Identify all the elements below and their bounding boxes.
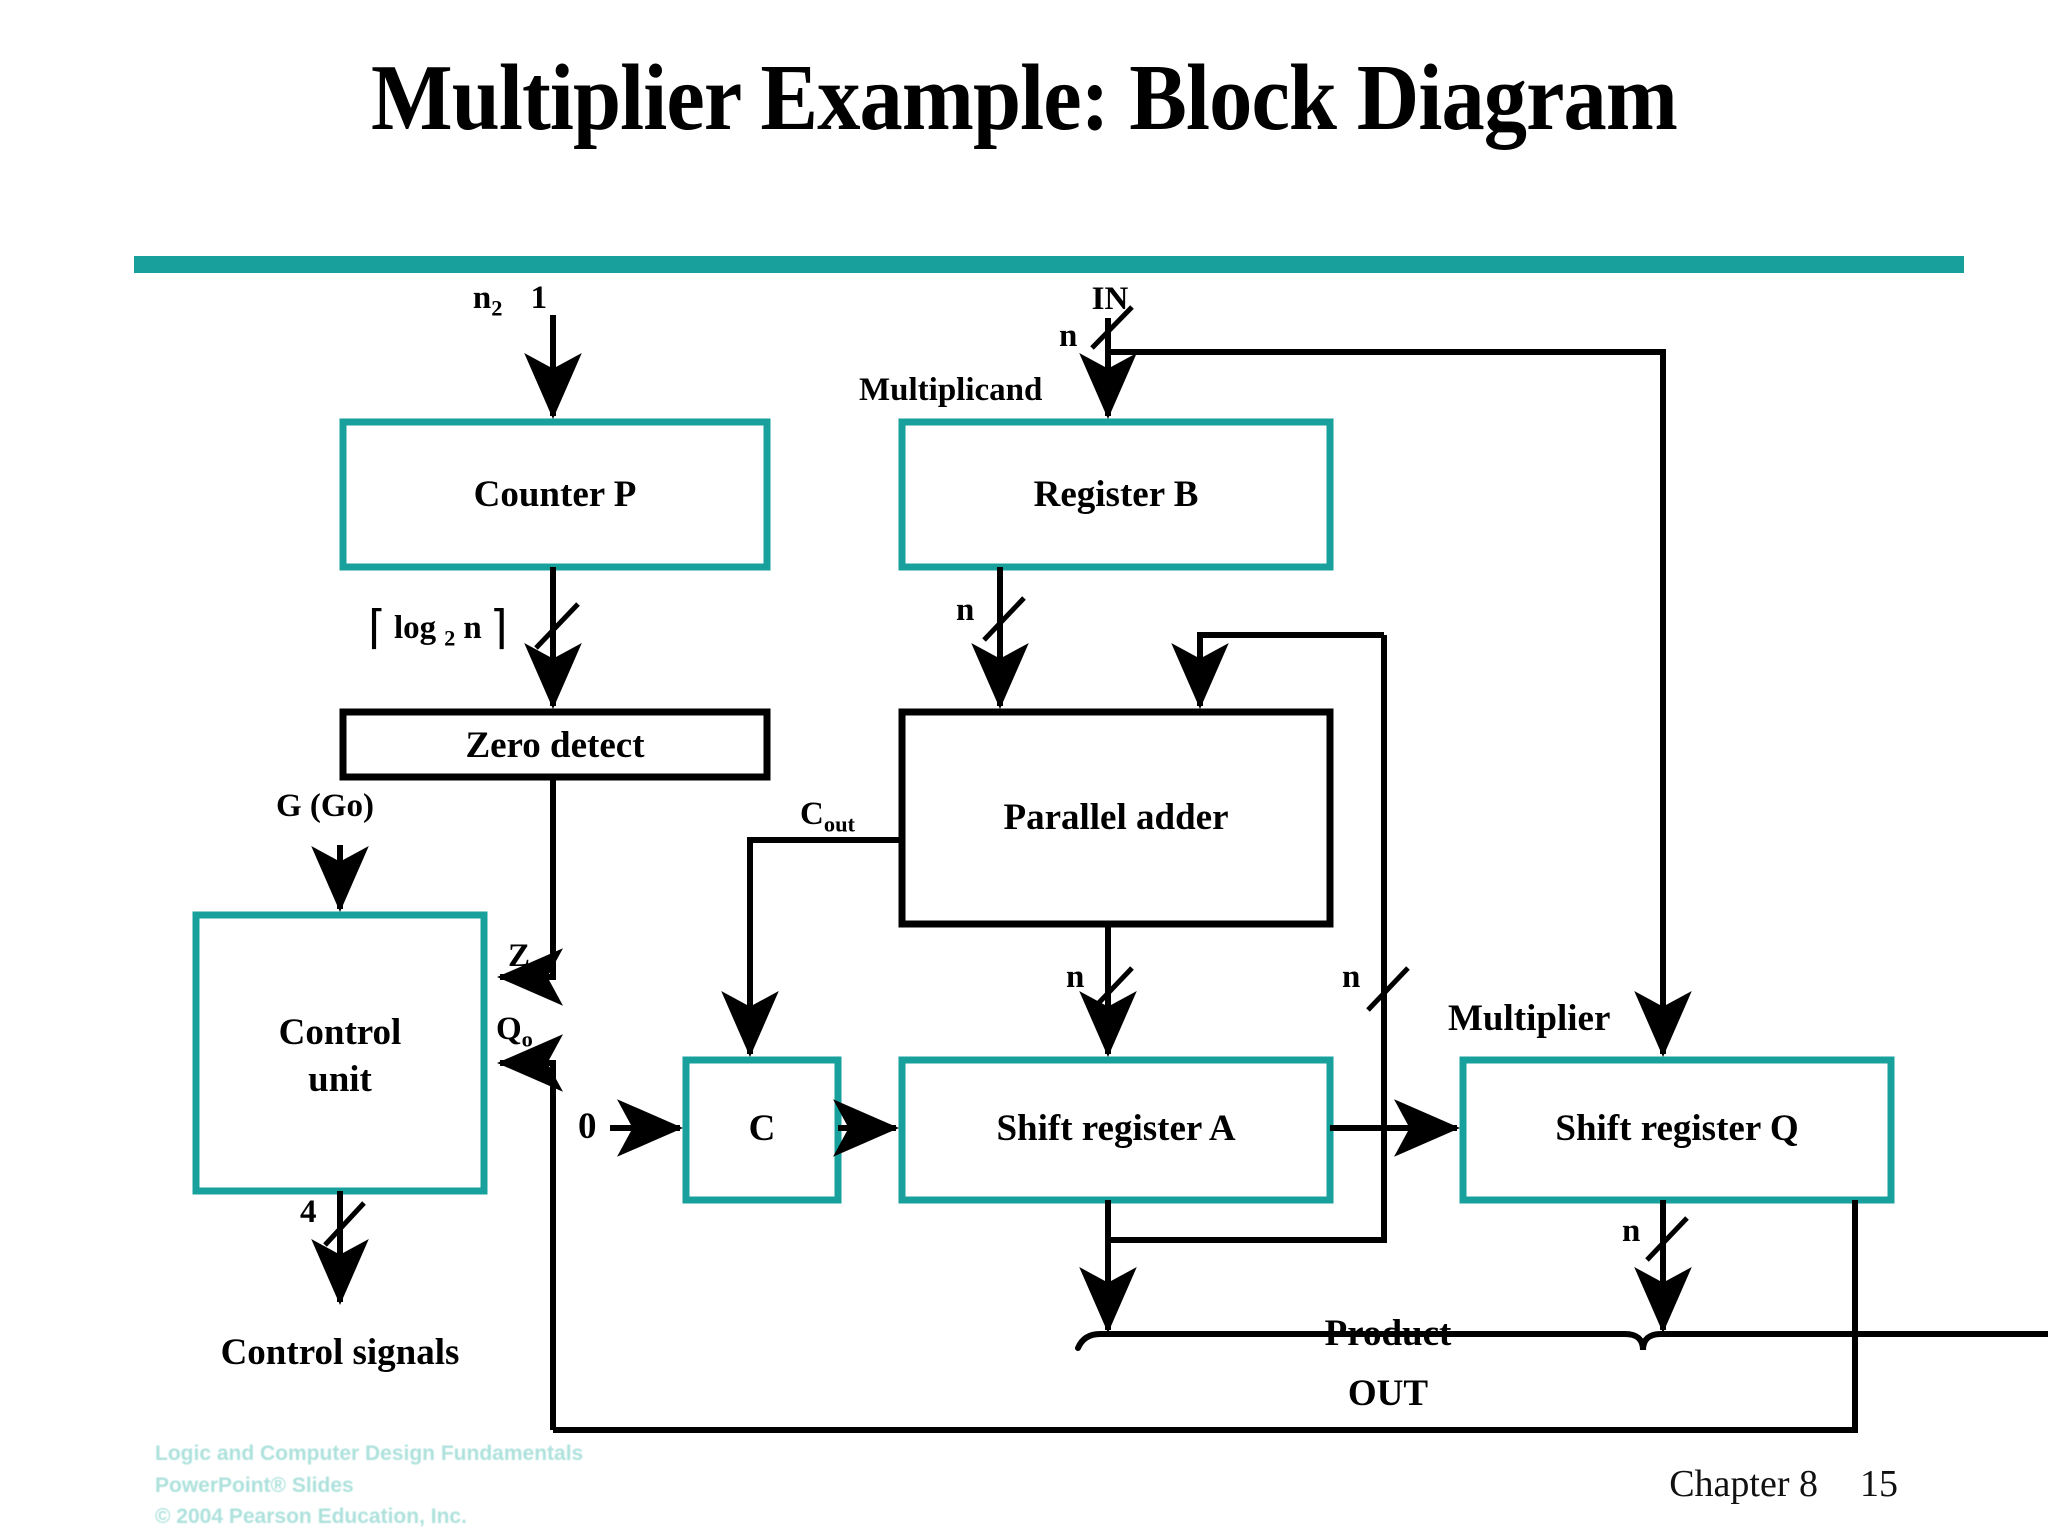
box-c-register [682, 1056, 842, 1204]
box-control-unit [192, 911, 488, 1195]
label-c-out: Cout [800, 796, 856, 837]
footer-line-1: Logic and Computer Design Fundamentals [155, 1442, 584, 1465]
footer-line-3: © 2004 Pearson Education, Inc. [155, 1505, 467, 1528]
pagination: Chapter 8 15 [1669, 1462, 1898, 1506]
label-product: Product [1324, 1313, 1452, 1354]
label-multiplicand: Multiplicand [859, 372, 1043, 408]
label-counter-p: Counter P [473, 474, 637, 515]
box-counter-p [339, 418, 771, 571]
title-divider-rule [134, 256, 1964, 273]
label-n-in: n [1059, 318, 1078, 354]
wire-feedback-to-adder [1171, 632, 1384, 709]
label-g-go: G (Go) [275, 788, 375, 824]
box-shift-register-q [1459, 1056, 1895, 1204]
wire-in-branch-to-shift-q [1108, 349, 1692, 1057]
label-n-q-out: n [1622, 1213, 1641, 1249]
footer-credits: Logic and Computer Design Fundamentals P… [155, 1438, 583, 1533]
label-zero-detect: Zero detect [465, 725, 645, 766]
label-register-b: Register B [1033, 474, 1199, 515]
label-in: IN [1091, 281, 1129, 317]
wire-zero-detect-to-control-z [497, 777, 563, 1006]
label-n2-one: n2 1 [472, 280, 548, 321]
box-shift-register-a [898, 1056, 1334, 1204]
page-number: 15 [1860, 1463, 1898, 1505]
label-n-feedback: n [1342, 959, 1361, 995]
bus-slash-n-feedback [1366, 966, 1410, 1012]
wire-product-feedback-bus [1108, 635, 1387, 1243]
label-n-adder-out: n [1066, 959, 1085, 995]
bus-slash-n-q-out [1645, 1216, 1689, 1262]
label-control-unit-line1: Control [278, 1012, 402, 1053]
label-c-register: C [748, 1108, 776, 1149]
label-z: Z [508, 938, 531, 974]
footer-line-2: PowerPoint® Slides [155, 1473, 354, 1497]
label-multiplier: Multiplier [1448, 998, 1611, 1039]
label-control-signals: Control signals [220, 1332, 460, 1373]
product-brace [1075, 1331, 2048, 1351]
label-n-register-b: n [956, 592, 975, 628]
page-title: Multiplier Example: Block Diagram [371, 46, 1678, 150]
label-control-unit-line2: unit [308, 1059, 372, 1100]
bus-slash-log2n [534, 602, 580, 650]
label-shift-register-q: Shift register Q [1555, 1108, 1799, 1149]
wire-cout-to-c-register [721, 837, 902, 1057]
bus-slash-4 [323, 1201, 366, 1247]
bus-slash-n-regb [982, 596, 1026, 642]
bus-slash-n-adder [1090, 966, 1134, 1012]
box-register-b [898, 418, 1334, 571]
chapter-label: Chapter 8 [1669, 1463, 1818, 1505]
label-parallel-adder: Parallel adder [1003, 797, 1229, 838]
box-parallel-adder [898, 708, 1334, 928]
label-q0: Qo [496, 1011, 533, 1052]
label-shift-register-a: Shift register A [996, 1108, 1236, 1149]
label-zero-input: 0 [578, 1106, 597, 1147]
bus-slash-n-in [1090, 305, 1134, 350]
label-out: OUT [1347, 1373, 1429, 1414]
wire-q0-to-control [497, 1034, 563, 1430]
wire-shift-q-q0-tap [553, 1200, 1858, 1433]
label-four: 4 [300, 1194, 317, 1230]
